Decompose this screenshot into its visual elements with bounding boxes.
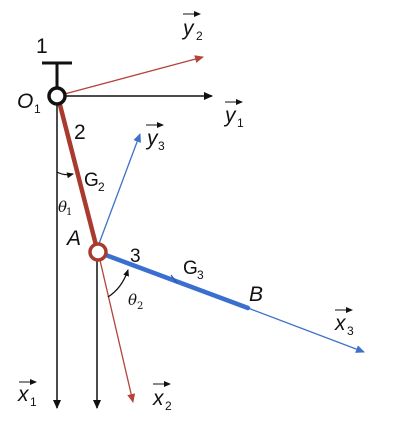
- label-y3-vector: y 3: [145, 122, 165, 153]
- label-x3-vector: x 3: [334, 307, 354, 338]
- svg-text:1: 1: [237, 116, 244, 130]
- label-O1: O 1: [17, 90, 41, 116]
- label-G2: G 2: [84, 170, 105, 194]
- svg-text:x: x: [334, 312, 347, 335]
- y2-axis: [56, 55, 204, 97]
- svg-text:2: 2: [196, 29, 203, 43]
- svg-text:2: 2: [165, 399, 172, 413]
- svg-text:3: 3: [158, 139, 165, 153]
- label-link-3: 3: [130, 246, 141, 267]
- link-2-bar: [56, 98, 100, 252]
- x2-axis: [98, 255, 136, 403]
- svg-text:G: G: [84, 170, 99, 191]
- label-A: A: [65, 227, 81, 250]
- svg-text:y: y: [181, 17, 195, 40]
- label-B: B: [249, 283, 263, 306]
- label-x2-vector: x 2: [152, 381, 172, 413]
- svg-text:1: 1: [30, 395, 37, 409]
- theta1-arc: [56, 171, 74, 179]
- G3-marker: [170, 274, 178, 284]
- svg-text:3: 3: [197, 268, 204, 282]
- joint-A: [88, 242, 108, 262]
- svg-text:2: 2: [98, 180, 105, 194]
- svg-text:2: 2: [137, 301, 143, 312]
- svg-text:x: x: [17, 383, 30, 406]
- svg-text:x: x: [152, 387, 165, 410]
- joint-O1: [47, 86, 67, 106]
- label-x1-vector: x 1: [17, 379, 37, 409]
- label-link-2: 2: [74, 121, 86, 144]
- svg-text:G: G: [183, 258, 198, 279]
- svg-text:θ: θ: [58, 198, 67, 216]
- label-theta2: θ 2: [128, 291, 143, 312]
- svg-text:y: y: [223, 104, 237, 127]
- svg-text:1: 1: [34, 102, 41, 116]
- label-y2-vector: y 2: [181, 11, 203, 43]
- svg-text:1: 1: [66, 207, 72, 218]
- svg-text:θ: θ: [128, 291, 137, 309]
- label-y1-vector: y 1: [223, 99, 244, 130]
- theta2-arc: [107, 269, 129, 298]
- label-theta1: θ 1: [58, 198, 72, 218]
- label-ground-1: 1: [36, 35, 48, 58]
- svg-text:O: O: [17, 90, 33, 113]
- y3-axis: [96, 133, 141, 250]
- svg-text:y: y: [145, 127, 159, 150]
- x3-axis: [247, 307, 365, 353]
- svg-text:3: 3: [347, 324, 354, 338]
- label-G3: G 3: [183, 258, 204, 282]
